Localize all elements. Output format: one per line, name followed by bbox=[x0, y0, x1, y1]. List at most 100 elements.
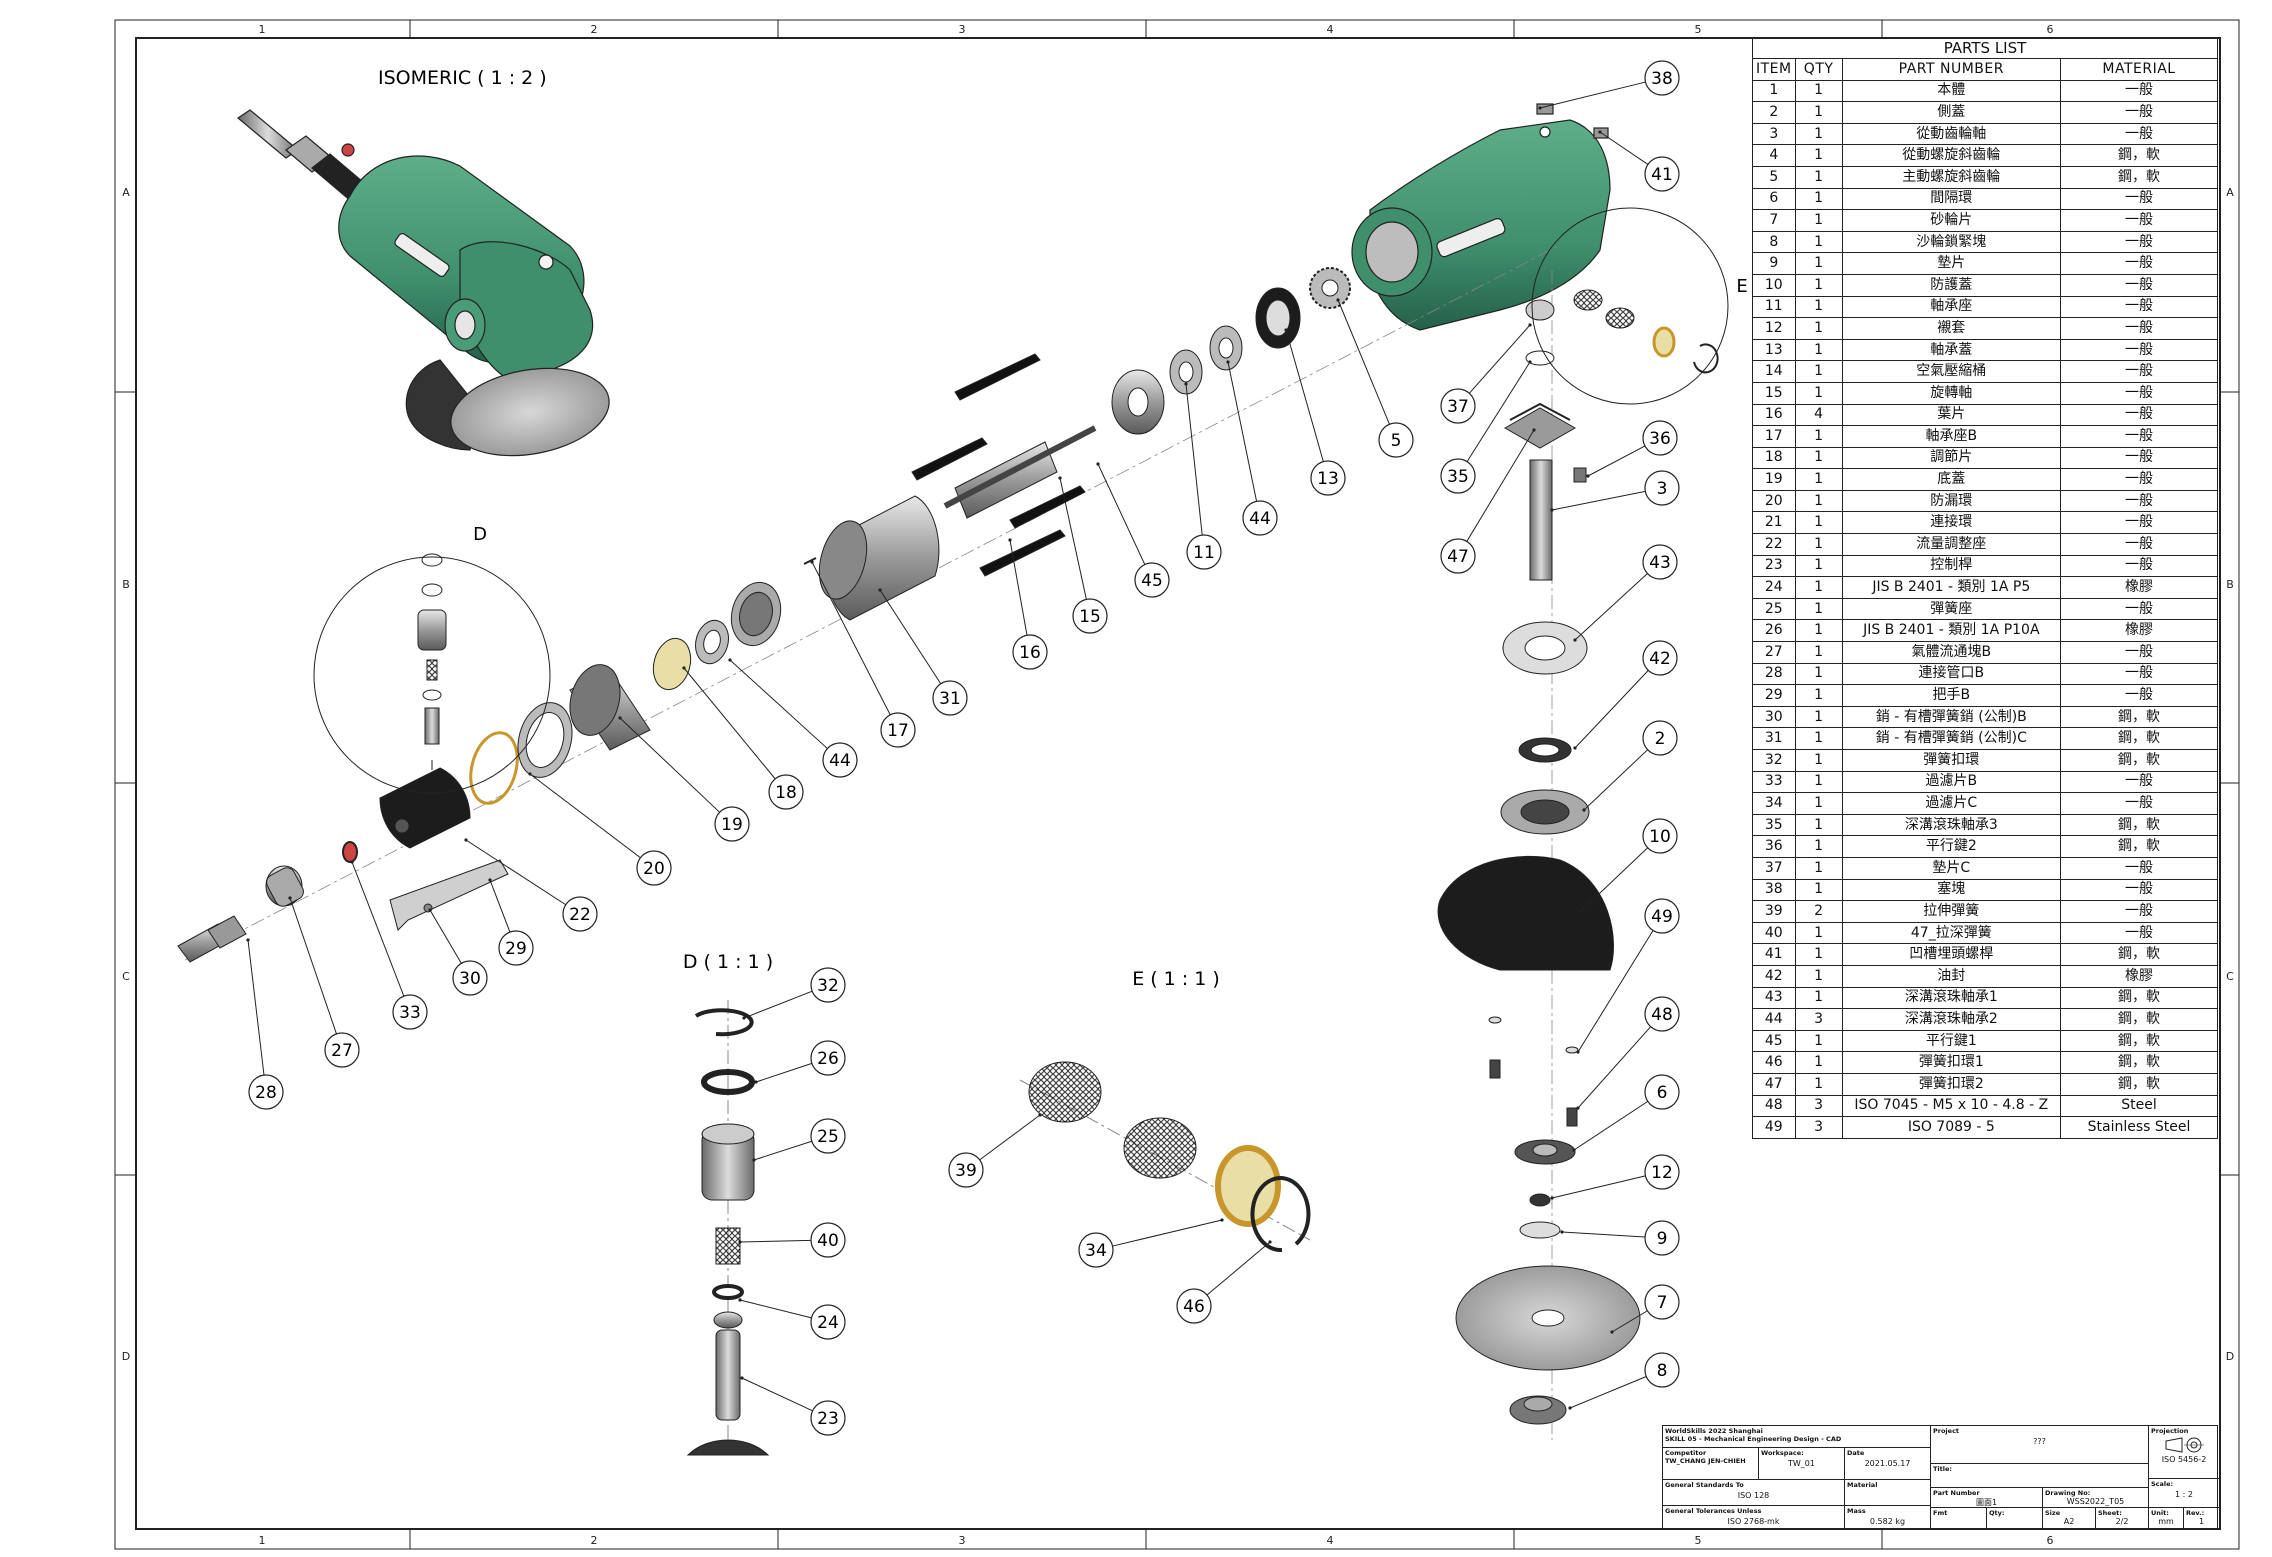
item-balloon: 5 bbox=[1336, 298, 1414, 458]
tb-projection: Projection ISO 5456-2 bbox=[2149, 1426, 2219, 1479]
leader-dot bbox=[1336, 298, 1340, 302]
cell-part-number: 沙輪鎖緊塊 bbox=[1841, 230, 2062, 254]
balloon-circle bbox=[636, 850, 672, 886]
item-balloon: 44 bbox=[1226, 360, 1278, 536]
item-balloon: 26 bbox=[754, 1040, 846, 1084]
cell-item: 35 bbox=[1752, 813, 1796, 837]
cell-material: 一般 bbox=[2060, 317, 2218, 340]
item-balloon: 47 bbox=[1440, 428, 1536, 574]
cell-item: 3 bbox=[1752, 122, 1796, 146]
item-balloon: 6 bbox=[1572, 1074, 1680, 1152]
cell-item: 28 bbox=[1752, 662, 1796, 686]
cell-item: 7 bbox=[1752, 209, 1796, 232]
detail-e-label: E ( 1 : 1 ) bbox=[1132, 968, 1220, 990]
cell-part-number: 從動螺旋斜齒輪 bbox=[1841, 144, 2062, 167]
balloon-circle bbox=[1644, 1220, 1680, 1256]
cell-item: 31 bbox=[1752, 727, 1796, 750]
balloon-circle bbox=[810, 1118, 846, 1154]
cell-qty: 1 bbox=[1794, 446, 1843, 470]
balloon-number: 28 bbox=[255, 1083, 277, 1103]
balloon-circle bbox=[1644, 1352, 1680, 1388]
tb-rev: Rev.: 1 bbox=[2186, 1509, 2205, 1526]
cell-material: 鋼，軟 bbox=[2060, 943, 2218, 966]
item-balloon: 9 bbox=[1560, 1220, 1680, 1256]
leader-dot bbox=[1038, 1113, 1042, 1117]
detail-e-exploded bbox=[1019, 1061, 1311, 1253]
balloon-number: 2 bbox=[1655, 729, 1666, 749]
balloon-number: 5 bbox=[1391, 431, 1402, 451]
balloon-circle bbox=[1176, 1288, 1212, 1324]
cell-item: 42 bbox=[1752, 964, 1796, 988]
cell-item: 2 bbox=[1752, 101, 1796, 124]
cell-material: 一般 bbox=[2060, 511, 2218, 535]
tb-general-standards: General Standards To ISO 128 bbox=[1663, 1480, 1845, 1506]
cell-qty: 1 bbox=[1794, 770, 1843, 794]
cell-material: 一般 bbox=[2060, 122, 2218, 146]
cell-material: 一般 bbox=[2060, 79, 2218, 103]
cell-material: 鋼，軟 bbox=[2060, 727, 2218, 750]
zone-col-label: 6 bbox=[2047, 23, 2054, 36]
leader-dot bbox=[1184, 382, 1188, 386]
cell-qty: 1 bbox=[1794, 813, 1843, 837]
tb-fmt: Fmt bbox=[1931, 1508, 1987, 1530]
leader-dot bbox=[728, 658, 732, 662]
balloon-number: 44 bbox=[829, 751, 851, 771]
leader-dot bbox=[1598, 130, 1602, 134]
balloon-circle bbox=[1072, 598, 1108, 634]
leader-dot bbox=[1610, 1330, 1614, 1334]
balloon-number: 22 bbox=[569, 905, 591, 925]
cell-part-number: 軸承座B bbox=[1841, 425, 2062, 448]
cell-qty: 1 bbox=[1794, 705, 1843, 729]
leader-line bbox=[1561, 1231, 1646, 1238]
tb-drawing-no: Drawing No: WSS2022_T05 bbox=[2043, 1488, 2149, 1508]
cell-part-number: 底蓋 bbox=[1841, 468, 2062, 491]
item-balloon: 48 bbox=[1576, 996, 1680, 1110]
zone-row-label: D bbox=[2226, 1350, 2234, 1363]
leader-dot bbox=[1560, 1230, 1564, 1234]
balloon-number: 27 bbox=[331, 1041, 353, 1061]
item-balloons: 3841513441145151631174418192022293033272… bbox=[246, 60, 1680, 1436]
cell-qty: 1 bbox=[1794, 662, 1843, 686]
balloon-number: 46 bbox=[1183, 1297, 1205, 1317]
cell-material: 一般 bbox=[2060, 295, 2218, 319]
zone-row-label: A bbox=[122, 186, 130, 199]
item-balloon: 2 bbox=[1582, 720, 1678, 812]
balloon-number: 44 bbox=[1249, 509, 1271, 529]
zone-row-label: C bbox=[2226, 970, 2234, 983]
cell-item: 23 bbox=[1752, 554, 1796, 578]
item-balloon: 46 bbox=[1176, 1240, 1272, 1324]
tb-sheet: Sheet: 2/2 bbox=[2096, 1508, 2149, 1530]
cell-item: 48 bbox=[1752, 1094, 1796, 1118]
item-balloon: 28 bbox=[246, 938, 284, 1110]
leader-line bbox=[429, 909, 462, 964]
col-header-item: ITEM bbox=[1752, 58, 1796, 81]
drawing-frame bbox=[114, 19, 2240, 1550]
zone-row-label: B bbox=[2226, 578, 2234, 591]
cell-material: Stainless Steel bbox=[2060, 1116, 2218, 1139]
cell-part-number: 軸承座 bbox=[1841, 295, 2062, 319]
balloon-number: 17 bbox=[887, 721, 909, 741]
item-balloon: 18 bbox=[682, 666, 804, 810]
cell-qty: 1 bbox=[1794, 986, 1843, 1010]
exploded-housing bbox=[1351, 103, 1611, 331]
cell-qty: 1 bbox=[1794, 964, 1843, 988]
balloon-circle bbox=[932, 680, 968, 716]
leader-dot bbox=[742, 1016, 746, 1020]
leader-dot bbox=[1576, 1106, 1580, 1110]
col-header-part-number: PART NUMBER bbox=[1841, 58, 2062, 81]
cell-qty: 1 bbox=[1794, 79, 1843, 103]
detail-e-letter: E bbox=[1736, 276, 1747, 297]
leader-dot bbox=[1532, 428, 1536, 432]
leader-dot bbox=[1096, 462, 1100, 466]
cell-item: 46 bbox=[1752, 1051, 1796, 1074]
cell-material: 鋼，軟 bbox=[2060, 835, 2218, 858]
leader-line bbox=[489, 879, 511, 933]
cell-part-number: 墊片 bbox=[1841, 252, 2062, 275]
cell-part-number: 油封 bbox=[1841, 964, 2062, 988]
zone-col-label: 1 bbox=[259, 23, 266, 36]
balloon-number: 45 bbox=[1141, 571, 1163, 591]
leader-dot bbox=[464, 838, 468, 842]
